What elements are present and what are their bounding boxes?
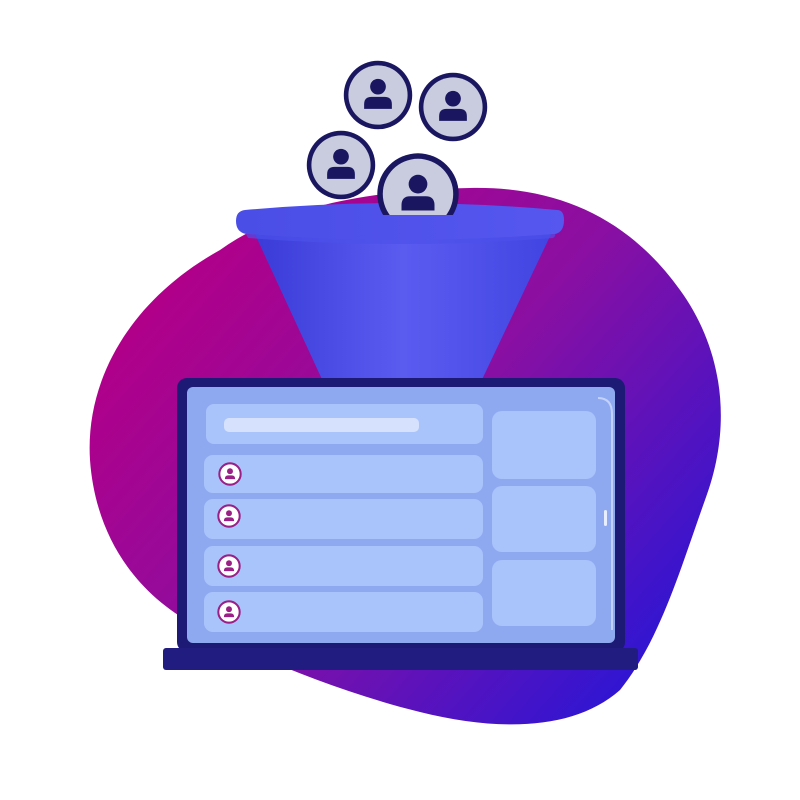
- user-avatar-icon: [218, 462, 242, 486]
- funnel-rim: [236, 203, 564, 240]
- list-item[interactable]: [204, 592, 483, 632]
- laptop-base: [163, 648, 638, 670]
- user-coin-1: [343, 60, 413, 130]
- user-avatar-icon: [343, 60, 413, 130]
- user-avatar-icon: [306, 130, 376, 200]
- user-avatar-icon: [418, 72, 488, 142]
- user-coin-2: [418, 72, 488, 142]
- user-coin-3: [306, 130, 376, 200]
- screen-highlight: [604, 510, 607, 526]
- funnel-body: [254, 232, 552, 388]
- side-panel[interactable]: [492, 560, 596, 626]
- list-item[interactable]: [204, 499, 483, 539]
- user-avatar-icon: [217, 554, 241, 578]
- side-panel[interactable]: [492, 411, 596, 479]
- user-avatar-icon: [217, 504, 241, 528]
- header-bar: [224, 418, 419, 432]
- list-item[interactable]: [204, 455, 483, 493]
- side-panel[interactable]: [492, 486, 596, 552]
- user-avatar-icon: [217, 600, 241, 624]
- list-item[interactable]: [204, 546, 483, 586]
